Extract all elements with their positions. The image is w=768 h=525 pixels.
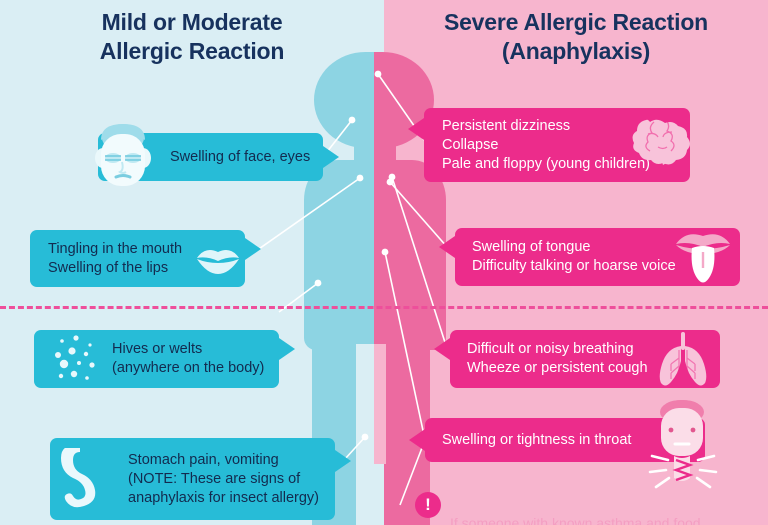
left-title-line2: Allergic Reaction bbox=[99, 38, 285, 64]
hives-dots-icon bbox=[52, 333, 104, 385]
warning-text: If someone with known asthma and food bbox=[450, 515, 701, 525]
callout-line: Collapse bbox=[442, 136, 499, 153]
right-title-line2: (Anaphylaxis) bbox=[501, 38, 651, 64]
right-panel-title: Severe Allergic Reaction (Anaphylaxis) bbox=[384, 8, 768, 66]
left-title-line1: Mild or Moderate bbox=[101, 9, 283, 35]
figure-leg-gap-right bbox=[374, 344, 386, 464]
right-title-line1: Severe Allergic Reaction bbox=[443, 9, 709, 35]
callout-line: Swelling of tongue bbox=[472, 239, 591, 255]
callout-line: anaphylaxis for insect allergy) bbox=[128, 489, 320, 506]
callout-tail bbox=[439, 236, 455, 258]
lips-icon bbox=[195, 244, 241, 274]
callout-line: Tingling in the mouth bbox=[48, 240, 183, 257]
callout-hives-welts[interactable]: Hives or welts (anywhere on the body) bbox=[34, 330, 295, 388]
dashed-divider bbox=[0, 306, 768, 309]
stomach-icon bbox=[60, 448, 116, 510]
exclamation-icon: ! bbox=[415, 492, 441, 518]
callout-tail bbox=[409, 429, 425, 451]
callout-line: Swelling of face, eyes bbox=[170, 148, 311, 165]
callout-line: Difficulty talking or hoarse voice bbox=[472, 258, 676, 274]
callout-stomach-pain[interactable]: Stomach pain, vomiting (NOTE: These are … bbox=[50, 438, 351, 520]
swollen-face-icon bbox=[92, 122, 154, 190]
callout-line: (NOTE: These are signs of bbox=[128, 470, 301, 487]
lungs-icon bbox=[652, 330, 714, 386]
figure-leg-gap-left bbox=[356, 344, 374, 464]
callout-tail bbox=[323, 146, 339, 168]
callout-line: (anywhere on the body) bbox=[112, 360, 265, 376]
callout-tail bbox=[408, 118, 424, 140]
figure-neck-right bbox=[374, 140, 396, 166]
callout-line: Persistent dizziness bbox=[442, 117, 571, 134]
callout-tail bbox=[279, 338, 295, 360]
callout-difficult-breathing[interactable]: Difficult or noisy breathing Wheeze or p… bbox=[434, 330, 720, 388]
figure-torso-right bbox=[374, 160, 446, 350]
callout-line: Swelling of the lips bbox=[48, 259, 169, 276]
callout-line: Swelling or tightness in throat bbox=[442, 431, 632, 448]
callout-tail bbox=[245, 238, 261, 260]
callout-throat-tightness[interactable]: Swelling or tightness in throat bbox=[409, 418, 705, 462]
callout-line: Wheeze or persistent cough bbox=[467, 360, 648, 376]
tongue-icon bbox=[672, 228, 734, 286]
figure-torso-left bbox=[304, 160, 374, 350]
brain-icon bbox=[632, 112, 692, 166]
throat-tightness-icon bbox=[648, 398, 720, 490]
callout-tingling-mouth[interactable]: Tingling in the mouth Swelling of the li… bbox=[30, 230, 261, 287]
callout-line: Difficult or noisy breathing bbox=[467, 341, 634, 357]
callout-tail bbox=[434, 338, 450, 360]
callout-tail bbox=[335, 450, 351, 472]
figure-head-left bbox=[314, 52, 374, 148]
callout-line: Hives or welts bbox=[112, 341, 203, 357]
callout-line: Pale and floppy (young children) bbox=[442, 155, 650, 172]
figure-neck-left bbox=[354, 140, 374, 166]
left-panel-title: Mild or Moderate Allergic Reaction bbox=[0, 8, 384, 66]
callout-line: Stomach pain, vomiting bbox=[128, 451, 279, 468]
